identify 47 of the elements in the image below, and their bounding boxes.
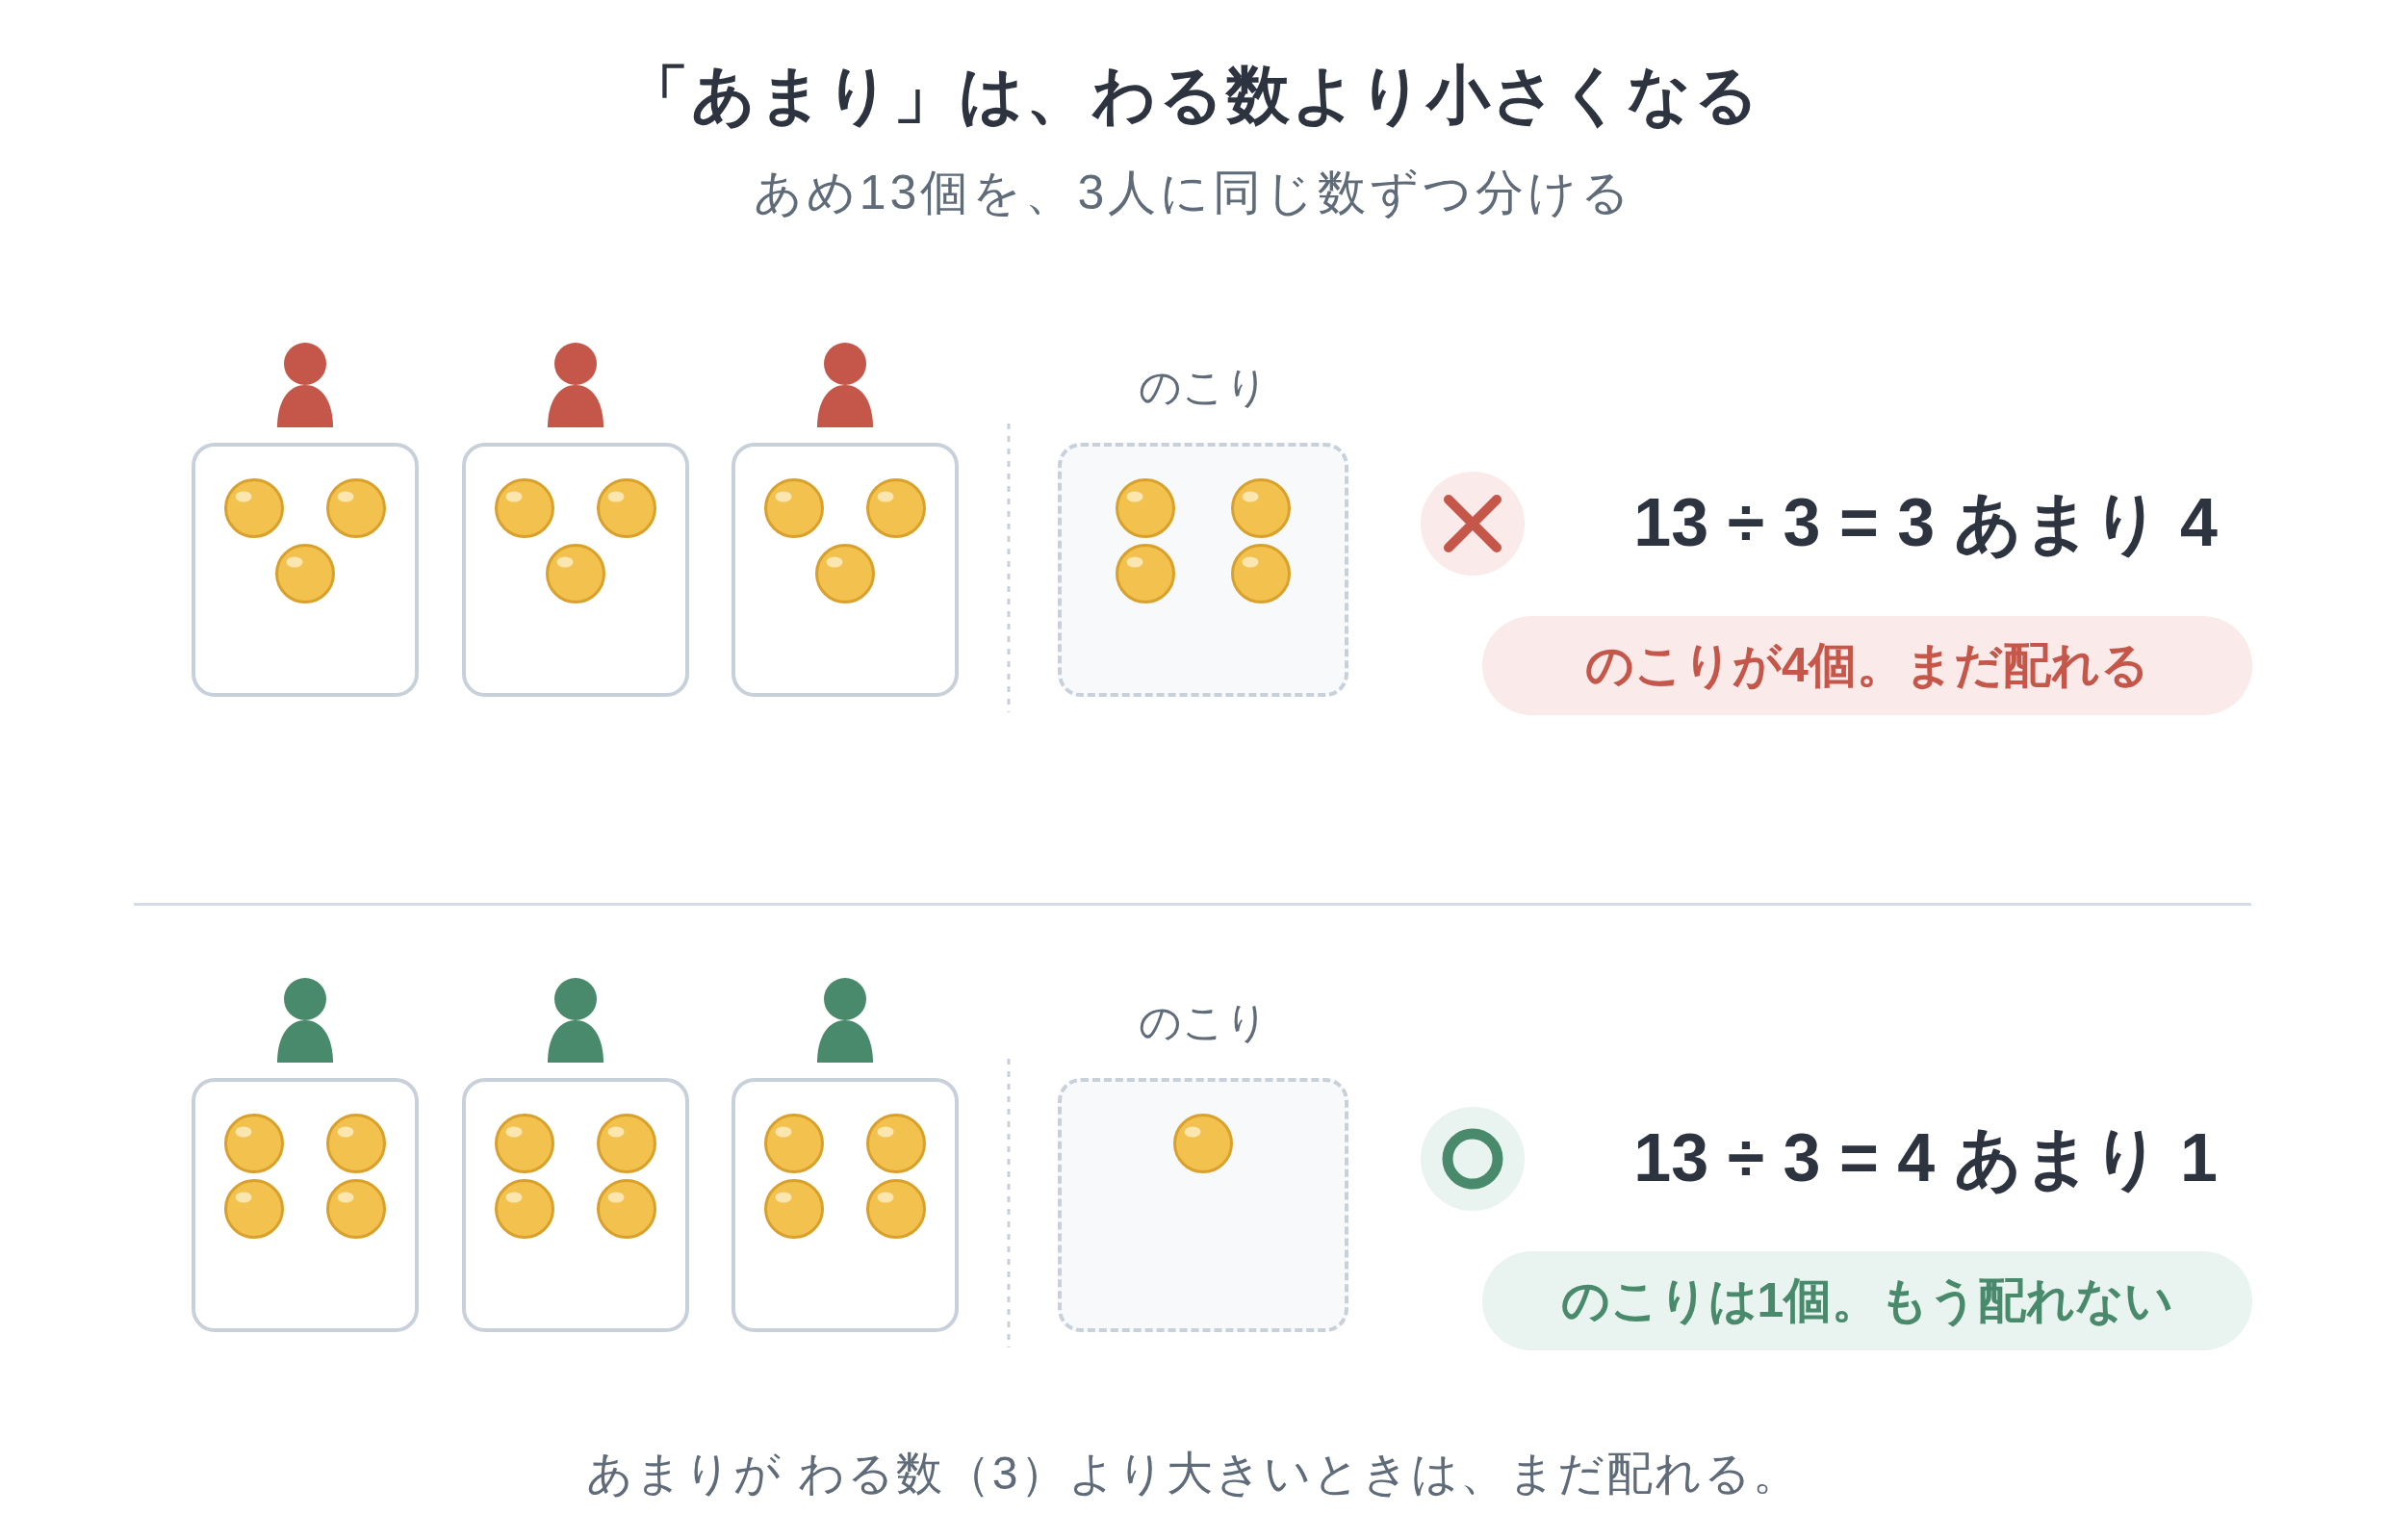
- candy-icon: [1230, 477, 1292, 539]
- candy-icon: [814, 543, 876, 604]
- candy-icon: [1115, 477, 1176, 539]
- remainder-banner: のこりは1個。もう配れない: [1482, 1251, 2252, 1350]
- candy-icon: [1172, 1113, 1234, 1174]
- candy-icon: [325, 477, 387, 539]
- candy-icon: [494, 477, 555, 539]
- candy-icon: [223, 477, 285, 539]
- candy-icon: [1115, 543, 1176, 604]
- candy-icon: [763, 1113, 825, 1174]
- candy-icon: [494, 1178, 555, 1240]
- person-icon: [548, 978, 603, 1063]
- share-box: [462, 1078, 689, 1332]
- leftover-label: のこり: [1138, 997, 1269, 1047]
- person-icon: [277, 343, 333, 427]
- candy-icon: [223, 1113, 285, 1174]
- candy-icon: [596, 1113, 657, 1174]
- candy-icon: [223, 1178, 285, 1240]
- candy-icon: [596, 1178, 657, 1240]
- candy-icon: [545, 543, 606, 604]
- candy-icon: [274, 543, 336, 604]
- person-icon: [817, 978, 873, 1063]
- share-box: [462, 443, 689, 697]
- candy-icon: [596, 477, 657, 539]
- share-box: [192, 1078, 419, 1332]
- person-icon: [548, 343, 603, 427]
- person-icon: [277, 978, 333, 1063]
- candy-icon: [763, 1178, 825, 1240]
- candy-icon: [1230, 543, 1292, 604]
- leftover-label: のこり: [1138, 362, 1269, 412]
- share-box: [732, 443, 959, 697]
- candy-icon: [865, 477, 927, 539]
- candy-icon: [325, 1113, 387, 1174]
- subtitle-text: あめ13個を、3人に同じ数ずつ分ける: [753, 165, 1634, 221]
- candy-icon: [865, 1178, 927, 1240]
- share-box: [732, 1078, 959, 1332]
- caption-text: あまりが わる数（3）より大きいときは、まだ配れる。: [586, 1447, 1801, 1501]
- candy-icon: [763, 477, 825, 539]
- title-text: 「あまり」は、わる数より小さくなる: [626, 58, 1761, 132]
- candy-icon: [325, 1178, 387, 1240]
- equation-text: 13 ÷ 3 = 3 あまり 4: [1633, 484, 2218, 562]
- candy-icon: [865, 1113, 927, 1174]
- remainder-banner: のこりが4個。まだ配れる: [1482, 616, 2252, 715]
- share-box: [192, 443, 419, 697]
- equation-text: 13 ÷ 3 = 4 あまり 1: [1633, 1119, 2218, 1197]
- candy-icon: [494, 1113, 555, 1174]
- person-icon: [817, 343, 873, 427]
